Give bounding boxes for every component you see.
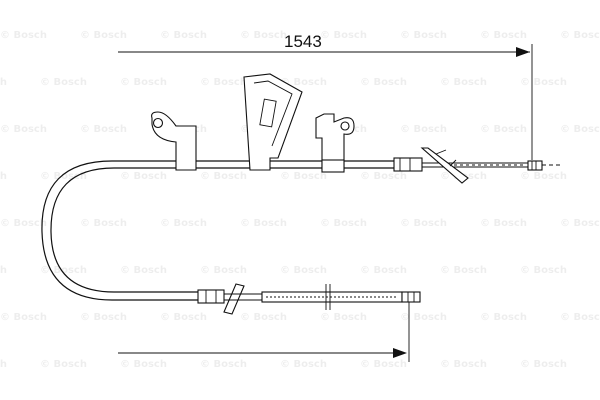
bracket-slot-2 (259, 98, 277, 128)
upper-end-fitting (393, 147, 560, 184)
watermark: © Bosch (240, 218, 287, 229)
watermark: © Bosch (440, 77, 487, 88)
watermark: © Bosch (480, 312, 527, 323)
watermark: © Bosch (80, 312, 127, 323)
watermark: © Bosch (320, 218, 367, 229)
watermark: © Bosch (120, 77, 167, 88)
lower-end-nipple (401, 291, 421, 303)
watermark: © Bosch (200, 359, 247, 370)
watermark: © Bosch (0, 265, 7, 276)
watermark: © Bosch (0, 30, 47, 41)
watermark: © Bosch (440, 265, 487, 276)
watermark: © Bosch (80, 218, 127, 229)
watermark: © Bosch (80, 124, 127, 135)
watermark: © Bosch (480, 30, 527, 41)
lower-retaining-clip (223, 283, 245, 315)
brake-cable (41, 160, 400, 301)
watermark: © Bosch (40, 359, 87, 370)
watermark: © Bosch (160, 30, 207, 41)
watermark: © Bosch (520, 77, 567, 88)
mounting-bracket-1 (151, 111, 197, 171)
lower-end-fitting (197, 283, 421, 315)
watermark: © Bosch (520, 359, 567, 370)
watermark: © Bosch (560, 124, 600, 135)
lower-dimension (118, 300, 410, 362)
watermark: © Bosch (360, 77, 407, 88)
watermark: © Bosch (280, 171, 327, 182)
watermark: © Bosch (0, 124, 47, 135)
watermark: © Bosch (0, 77, 7, 88)
watermark: © Bosch (200, 171, 247, 182)
watermark: © Bosch (0, 312, 47, 323)
dimension-label: 1543 (284, 32, 322, 51)
watermark: © Bosch (0, 359, 7, 370)
watermark: © Bosch (200, 265, 247, 276)
upper-end-nipple (527, 160, 543, 171)
watermark: © Bosch (40, 171, 87, 182)
watermark: © Bosch (40, 265, 87, 276)
watermark: © Bosch (560, 30, 600, 41)
dimension-arrow-bottom (393, 348, 407, 358)
upper-retaining-clip (420, 147, 469, 184)
watermark: © Bosch (160, 218, 207, 229)
lower-sleeve (197, 289, 225, 304)
overall-length-dimension: 1543 (118, 32, 533, 160)
bracket-hole-3 (340, 121, 350, 131)
watermark: © Bosch (400, 30, 447, 41)
watermark: © Bosch (160, 312, 207, 323)
watermark: © Bosch (120, 265, 167, 276)
watermark: © Bosch (480, 218, 527, 229)
watermark: © Bosch (320, 312, 367, 323)
watermark: © Bosch (400, 312, 447, 323)
bracket-clamp-3 (321, 159, 345, 173)
watermark: © Bosch (360, 359, 407, 370)
dimension-arrow-top (516, 47, 530, 57)
watermark: © Bosch (240, 312, 287, 323)
mounting-bracket-2 (243, 73, 303, 171)
watermark: © Bosch (560, 312, 600, 323)
watermark: © Bosch (360, 265, 407, 276)
watermark-layer: © Bosch © Bosch © Bosch © Bosch © Bosch © Bos… (0, 30, 600, 370)
mounting-bracket-3 (315, 113, 355, 173)
watermark: © Bosch (520, 171, 567, 182)
upper-sleeve (393, 157, 423, 172)
watermark: © Bosch (80, 30, 127, 41)
watermark: © Bosch (40, 77, 87, 88)
watermark: © Bosch (280, 265, 327, 276)
cable-inner-line (50, 167, 400, 293)
watermark: © Bosch (520, 265, 567, 276)
watermark: © Bosch (400, 218, 447, 229)
watermark: © Bosch (0, 218, 47, 229)
cable-outer-line (41, 160, 400, 301)
watermark: © Bosch (120, 359, 167, 370)
watermark: © Bosch (360, 171, 407, 182)
watermark: © Bosch (320, 30, 367, 41)
watermark: © Bosch (400, 124, 447, 135)
watermark: © Bosch (480, 124, 527, 135)
watermark: © Bosch (240, 30, 287, 41)
watermark: © Bosch (120, 171, 167, 182)
watermark: © Bosch (280, 359, 327, 370)
watermark: © Bosch (280, 77, 327, 88)
watermark: © Bosch (200, 77, 247, 88)
watermark: © Bosch (0, 171, 7, 182)
bracket-hole-1 (152, 117, 164, 129)
watermark: © Bosch (440, 359, 487, 370)
watermark: © Bosch (560, 218, 600, 229)
